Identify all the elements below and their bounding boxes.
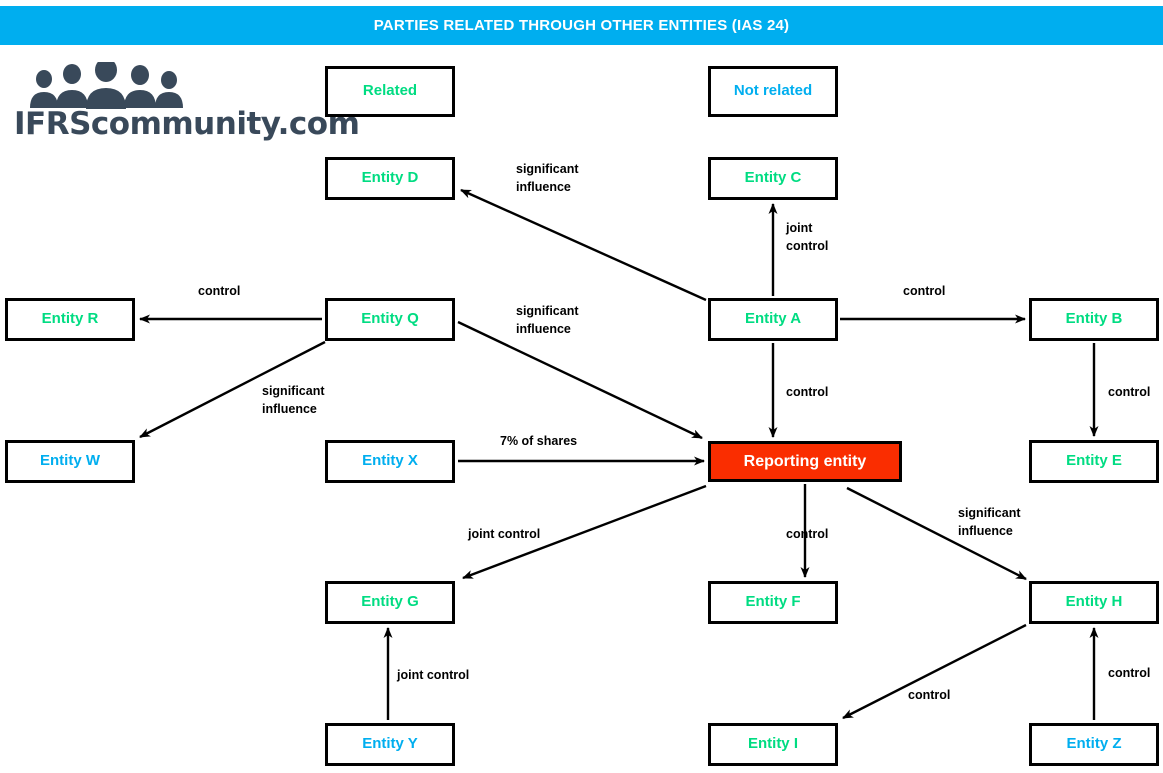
- edge-y-g-label: joint control: [397, 668, 470, 682]
- page-title: PARTIES RELATED THROUGH OTHER ENTITIES (…: [373, 17, 790, 34]
- entity-i-label: Entity I: [747, 735, 798, 753]
- entity-e[interactable]: Entity E: [1029, 440, 1159, 483]
- edge-q-w: [139, 340, 326, 439]
- header-banner: PARTIES RELATED THROUGH OTHER ENTITIES (…: [0, 6, 1163, 45]
- edge-a-re-label: control: [786, 385, 829, 399]
- entity-h[interactable]: Entity H: [1029, 581, 1159, 624]
- reporting-entity-label: Reporting entity: [743, 452, 867, 470]
- entity-q[interactable]: Entity Q: [325, 298, 455, 341]
- edge-a-d-label: significant influence: [516, 162, 579, 195]
- edge-a-d: [460, 188, 707, 302]
- entity-b[interactable]: Entity B: [1029, 298, 1159, 341]
- entity-y-label: Entity Y: [362, 735, 418, 753]
- entity-a[interactable]: Entity A: [708, 298, 838, 341]
- edge-re-h-label: significant influence: [958, 506, 1021, 539]
- entity-w[interactable]: Entity W: [5, 440, 135, 483]
- edge-x-re-label: 7% of shares: [500, 434, 578, 448]
- entity-z-label: Entity Z: [1066, 735, 1122, 753]
- edge-q-r-label: control: [198, 284, 241, 298]
- legend-related[interactable]: Related: [325, 66, 455, 117]
- entity-g[interactable]: Entity G: [325, 581, 455, 624]
- entity-f[interactable]: Entity F: [708, 581, 838, 624]
- entity-a-label: Entity A: [744, 310, 802, 328]
- legend-not-related[interactable]: Not related: [708, 66, 838, 117]
- edge-q-re-label: significant influence: [516, 304, 579, 337]
- people-group-icon: [30, 58, 183, 109]
- edge-b-e-label: control: [1108, 385, 1151, 399]
- entity-c-label: Entity C: [744, 169, 802, 187]
- reporting-entity[interactable]: Reporting entity: [708, 441, 902, 482]
- entity-r[interactable]: Entity R: [5, 298, 135, 341]
- edge-re-f-label: control: [786, 527, 829, 541]
- legend-related-label: Related: [362, 82, 418, 100]
- entity-q-label: Entity Q: [361, 310, 419, 328]
- logo: IFRScommunity.com: [14, 58, 360, 152]
- entity-c[interactable]: Entity C: [708, 157, 838, 200]
- entity-w-label: Entity W: [40, 452, 100, 470]
- edge-a-c-label: joint control: [786, 221, 829, 254]
- entity-z[interactable]: Entity Z: [1029, 723, 1159, 766]
- logo-text: IFRScommunity.com: [14, 106, 360, 142]
- entity-r-label: Entity R: [41, 310, 99, 328]
- entity-d[interactable]: Entity D: [325, 157, 455, 200]
- entity-y[interactable]: Entity Y: [325, 723, 455, 766]
- edge-q-re: [457, 320, 703, 440]
- edge-z-h-label: control: [1108, 666, 1151, 680]
- entity-b-label: Entity B: [1065, 310, 1123, 328]
- entity-g-label: Entity G: [361, 593, 419, 611]
- edge-q-w-label: significant influence: [262, 384, 325, 417]
- edge-re-g: [462, 484, 707, 580]
- edge-re-h: [846, 486, 1027, 581]
- entity-h-label: Entity H: [1065, 593, 1123, 611]
- entity-x[interactable]: Entity X: [325, 440, 455, 483]
- legend-not-related-label: Not related: [733, 82, 813, 100]
- entity-e-label: Entity E: [1066, 452, 1122, 470]
- entity-i[interactable]: Entity I: [708, 723, 838, 766]
- entity-f-label: Entity F: [745, 593, 801, 611]
- edge-h-i-label: control: [908, 688, 951, 702]
- entity-x-label: Entity X: [362, 452, 418, 470]
- edge-re-g-label: joint control: [468, 527, 541, 541]
- edge-a-b-label: control: [903, 284, 946, 298]
- edge-h-i: [842, 623, 1027, 720]
- entity-d-label: Entity D: [361, 169, 419, 187]
